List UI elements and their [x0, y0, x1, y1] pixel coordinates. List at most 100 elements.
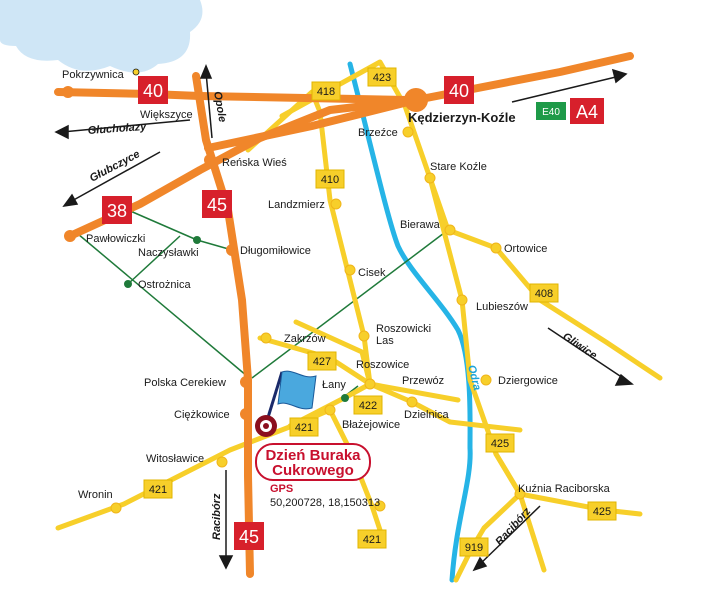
town-labels: Pokrzywnica Większyce Reńska Wieś Kędzie… [62, 69, 611, 501]
shield-421-south: 421 [357, 529, 387, 549]
svg-text:919: 919 [465, 542, 483, 554]
gps-label: GPS [270, 483, 293, 495]
svg-text:418: 418 [317, 86, 335, 98]
svg-text:421: 421 [363, 534, 381, 546]
svg-text:45: 45 [207, 195, 227, 215]
shield-40-west: 40 [138, 76, 168, 104]
direction-opole: Opole [211, 90, 228, 123]
town-roszowicki-las-2: Las [376, 335, 394, 347]
shield-425-east: 425 [587, 501, 617, 521]
svg-text:423: 423 [373, 72, 391, 84]
arrow-opole [205, 71, 213, 139]
highway-shields: E40 A4 [536, 98, 604, 124]
town-naczyslawki: Naczysławki [138, 247, 199, 259]
town-zakrzow: Zakrzów [284, 333, 326, 345]
svg-text:38: 38 [107, 201, 127, 221]
svg-text:408: 408 [535, 288, 553, 300]
town-brzezce: Brzeźce [358, 127, 398, 139]
arrow-glubczyce [69, 151, 161, 203]
shield-a4: A4 [570, 98, 604, 124]
flag-icon [277, 370, 317, 410]
svg-text:40: 40 [143, 81, 163, 101]
gps-coordinates: 50,200728, 18,150313 [270, 497, 380, 509]
shield-418: 418 [311, 81, 341, 101]
event-title-line1: Dzień Buraka [265, 447, 361, 464]
local-dots [124, 236, 349, 402]
arrow-gliwice [547, 327, 627, 381]
event-location-marker [255, 370, 317, 437]
shield-425-mid: 425 [485, 433, 515, 453]
event-info: Dzień Buraka Cukrowego GPS 50,200728, 18… [255, 443, 380, 509]
road-422 [287, 381, 523, 433]
town-lany: Łany [322, 379, 346, 391]
svg-text:40: 40 [449, 81, 469, 101]
town-ortowice: Ortowice [504, 243, 547, 255]
regional-road-shields: 418 423 410 408 427 422 421 421 [143, 67, 617, 557]
svg-text:45: 45 [239, 527, 259, 547]
junction-kedzierzyn-kozle [404, 88, 428, 112]
svg-text:421: 421 [295, 422, 313, 434]
shield-40-east: 40 [444, 76, 474, 104]
arrow-glucholazy [61, 119, 191, 133]
road-425 [493, 451, 643, 517]
road-410 [293, 319, 373, 387]
town-roszowicki-las-1: Roszowicki [376, 323, 431, 335]
town-landzmierz: Landzmierz [268, 199, 325, 211]
town-dots [110, 126, 526, 514]
svg-text:427: 427 [313, 356, 331, 368]
shield-410: 410 [315, 169, 345, 189]
shield-45-south: 45 [234, 522, 264, 550]
shield-408: 408 [529, 283, 559, 303]
town-dzielnica: Dzielnica [404, 409, 450, 421]
cloud-decoration [0, 0, 203, 73]
town-witoslawice: Witosławice [146, 453, 204, 465]
shield-423: 423 [367, 67, 397, 87]
road-45 [192, 72, 254, 578]
river-odra [347, 61, 473, 583]
town-pawlowiczki: Pawłowiczki [86, 233, 145, 245]
svg-text:421: 421 [149, 484, 167, 496]
town-polska-cerekiew: Polska Cerekiew [144, 377, 226, 389]
national-road-shields: 40 40 38 45 45 [102, 76, 474, 550]
svg-text:A4: A4 [576, 102, 598, 122]
town-lubieszow: Lubieszów [476, 301, 528, 313]
town-blazejowice: Błażejowice [342, 419, 400, 431]
local-roads [77, 209, 449, 397]
direction-glucholazy: Głuchołazy [87, 121, 147, 137]
shield-45-north: 45 [202, 190, 232, 218]
road-408 [427, 175, 663, 381]
town-kuznia-raciborska: Kuźnia Raciborska [518, 483, 611, 495]
event-title-line2: Cukrowego [272, 462, 354, 479]
shield-e40: E40 [536, 102, 566, 120]
town-ostroznica: Ostrożnica [138, 279, 191, 291]
shield-427: 427 [307, 351, 337, 371]
pokrzywnica-marker [132, 68, 140, 76]
shield-919: 919 [459, 537, 489, 557]
town-kedzierzyn-kozle: Kędzierzyn-Koźle [408, 110, 516, 125]
arrow-e40 [511, 75, 621, 103]
svg-text:E40: E40 [542, 107, 560, 118]
svg-text:422: 422 [359, 400, 377, 412]
town-wronin: Wronin [78, 489, 113, 501]
road-427 [257, 335, 461, 403]
svg-text:425: 425 [491, 438, 509, 450]
town-ciezkowice: Ciężkowice [174, 409, 230, 421]
svg-text:410: 410 [321, 174, 339, 186]
shield-38: 38 [102, 196, 132, 224]
direction-arrows [54, 64, 634, 572]
shield-421-center: 421 [289, 417, 319, 437]
national-roads [54, 52, 634, 578]
road-40-west [54, 88, 412, 104]
event-title-box [255, 443, 371, 481]
town-bierawa: Bierawa [400, 219, 441, 231]
town-dlugomilowice: Długomiłowice [240, 245, 311, 257]
town-przewoz: Przewóz [402, 375, 444, 387]
town-wiekszyce: Większyce [140, 109, 193, 121]
shield-421-west: 421 [143, 479, 173, 499]
town-dots-national [62, 86, 252, 420]
town-renska-wies: Reńska Wieś [222, 157, 287, 169]
direction-raciborz-left: Racibórz [211, 493, 223, 540]
shield-422: 422 [353, 395, 383, 415]
town-dziergowice: Dziergowice [498, 375, 558, 387]
